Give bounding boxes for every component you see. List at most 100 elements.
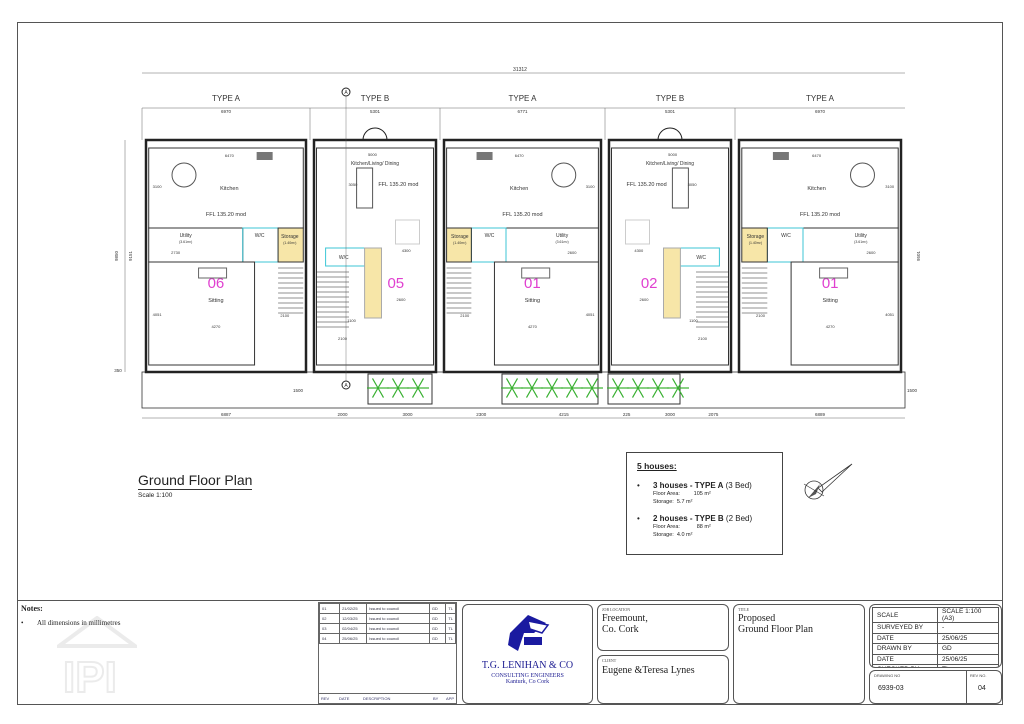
legend-heading: 3 houses - TYPE A xyxy=(653,481,724,490)
unit-number: 06 xyxy=(208,275,225,292)
company-logo-box: T.G. LENIHAN & CO CONSULTING ENGINEERS K… xyxy=(462,604,593,704)
floor-area-value: 88 m² xyxy=(696,524,711,530)
kitchen-living-dining-label: Kitchen/Living/ Dining xyxy=(351,161,399,167)
drawing-sheet-border xyxy=(17,22,1003,705)
title-caption: TITLE xyxy=(738,607,750,612)
plant-icon xyxy=(391,378,399,389)
scale-value: GD xyxy=(937,643,999,655)
header-description: DESCRIPTION xyxy=(363,696,391,701)
utility-room xyxy=(148,227,244,263)
sofa-icon xyxy=(356,167,374,209)
company-location: Kanturk, Co Cork xyxy=(505,679,550,685)
plant-icon xyxy=(371,387,379,398)
plant-icon xyxy=(565,387,573,398)
storage-label: Storage: xyxy=(653,532,674,538)
legend-item-type-a: • 3 houses - TYPE A (3 Bed) Floor Area: … xyxy=(637,481,752,505)
sitting-room xyxy=(790,261,899,366)
north-arrow-icon xyxy=(803,463,853,500)
storage-room xyxy=(446,227,472,263)
plant-icon xyxy=(531,387,539,398)
unit-type-label: TYPE A xyxy=(806,94,835,103)
revision-date: 02/04/25 xyxy=(339,623,368,634)
front-dimension: 3000 xyxy=(665,412,676,417)
revision-desc: Issued to council xyxy=(366,633,430,644)
scale-label: SURVEYED BY xyxy=(872,622,938,634)
plant-icon xyxy=(651,378,659,389)
utility-room xyxy=(505,227,599,263)
front-dimension: 3000 xyxy=(402,412,413,417)
utility-area: (3.61m²) xyxy=(179,240,192,244)
plant-icon xyxy=(377,378,385,389)
revision-desc: Issued to council xyxy=(366,603,430,614)
unit-width-dimension: 6970 xyxy=(221,109,232,114)
dining-set-icon xyxy=(625,219,650,245)
header-rev: REV xyxy=(321,696,330,701)
kitchen-label: Kitchen xyxy=(220,186,238,192)
plant-icon xyxy=(545,387,553,398)
room-dimension: 4051 xyxy=(885,312,895,317)
utility-area: (3.61m²) xyxy=(854,240,867,244)
plant-icon xyxy=(551,387,559,398)
patio-door-icon xyxy=(657,127,683,141)
plan-scale: Scale 1:100 xyxy=(138,492,173,499)
unit-width-dimension: 5301 xyxy=(665,109,676,114)
legend-bed: (2 Bed) xyxy=(723,514,753,523)
utility-label: Utility xyxy=(855,233,868,239)
kitchen-living-dining-label: Kitchen/Living/ Dining xyxy=(646,161,694,167)
room-dimension: 4051 xyxy=(153,312,163,317)
plant-icon xyxy=(391,387,399,398)
rev-number-caption: REV NO. xyxy=(970,673,987,678)
plant-icon xyxy=(611,378,619,389)
scale-value: TL xyxy=(937,664,999,667)
drawing-number: 6939-03 xyxy=(878,685,904,692)
sitting-label: Sitting xyxy=(525,298,540,304)
plant-icon xyxy=(591,378,599,389)
planter-box xyxy=(501,373,599,405)
revision-app: TL xyxy=(445,623,456,634)
scale-row: SURVEYED BY- xyxy=(872,622,999,634)
unit-outer-wall xyxy=(737,138,903,374)
storage-label: Storage: xyxy=(653,499,674,505)
room-dimension: 3100 xyxy=(885,184,895,189)
revision-app: TL xyxy=(445,613,456,624)
patio-door-icon xyxy=(362,127,388,141)
unit-outer-wall xyxy=(607,138,733,374)
side-dimension: 9501 xyxy=(916,250,921,261)
plant-icon xyxy=(545,378,553,389)
room-dimension: 4270 xyxy=(211,324,221,329)
front-dimension: 1500 xyxy=(293,388,304,393)
plant-icon xyxy=(571,378,579,389)
room-dimension: 1100 xyxy=(689,318,698,323)
room-dimension: 2100 xyxy=(698,336,708,341)
watermark-logo: IPI xyxy=(52,615,142,703)
room-dimension: 2600 xyxy=(640,297,650,302)
room-dimension: 3100 xyxy=(586,184,596,189)
sitting-label: Sitting xyxy=(208,298,223,304)
plant-icon xyxy=(511,378,519,389)
sink-icon xyxy=(476,152,493,160)
room-dimension: 3050 xyxy=(348,182,358,187)
revision-date: 21/02/25 xyxy=(339,603,368,614)
scale-label: DATE xyxy=(872,653,938,665)
room-dimension: 6470 xyxy=(225,153,235,158)
unit-outer-wall xyxy=(442,138,603,374)
revision-desc: Issued to council xyxy=(366,623,430,634)
plant-icon xyxy=(677,378,685,389)
title-line1: Proposed xyxy=(738,613,776,624)
revision-rev: 02 xyxy=(318,613,341,624)
revision-by: GD xyxy=(428,633,447,644)
company-subtitle: CONSULTING ENGINEERS xyxy=(491,673,564,679)
storage-area: (1.40m²) xyxy=(453,241,466,245)
scale-row: CHECKED BYTL xyxy=(872,664,999,667)
plant-icon xyxy=(671,378,679,389)
plant-icon xyxy=(417,387,425,398)
storage-area xyxy=(663,247,681,319)
unit-type-label: TYPE B xyxy=(656,94,684,103)
front-dimension: 6887 xyxy=(221,412,232,417)
